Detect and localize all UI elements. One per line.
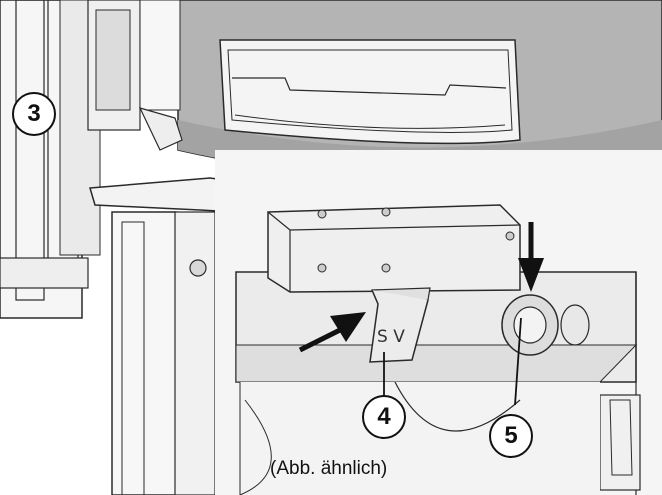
leader-lines	[383, 317, 522, 406]
part-marking-text: S V	[377, 327, 405, 347]
vertical-post	[111, 211, 216, 495]
callout-4: 4	[362, 395, 406, 439]
lower-chamber	[239, 381, 600, 495]
callout-3: 3	[12, 92, 56, 136]
figure-caption: (Abb. ähnlich)	[270, 458, 388, 479]
bracket-box	[267, 204, 521, 293]
round-port	[501, 294, 590, 356]
callout-5: 5	[489, 414, 533, 458]
drawer-handle	[219, 39, 521, 145]
marking-tab: S V	[369, 287, 431, 363]
arrow-to-port	[518, 222, 544, 292]
arrow-to-tab	[298, 312, 366, 353]
door-frame-left	[0, 0, 181, 319]
